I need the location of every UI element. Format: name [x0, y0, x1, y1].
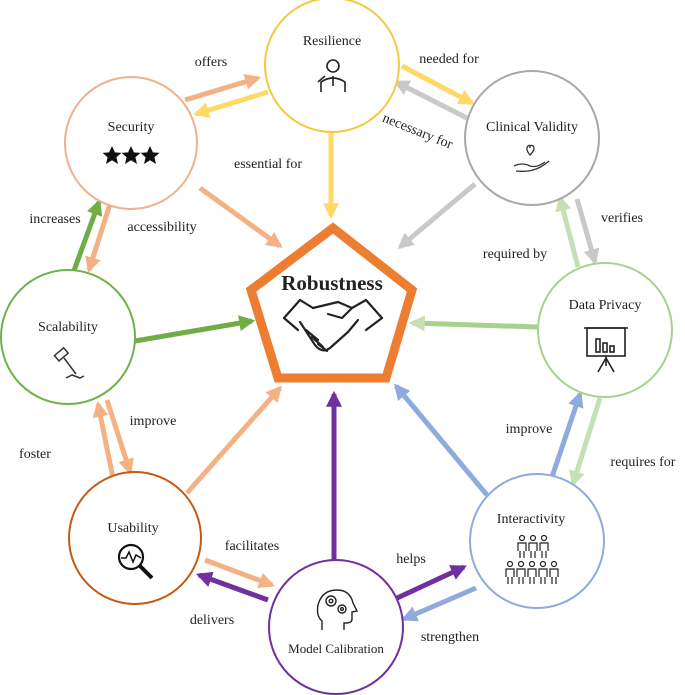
arrow-interactivity-to-calibration — [401, 585, 477, 622]
security-node: Security — [64, 76, 198, 210]
edge-label-improve-left: improve — [130, 414, 177, 429]
head-with-gears-icon — [316, 589, 359, 630]
edge-label-helps: helps — [396, 552, 426, 567]
clinical-validity-node: Clinical Validity — [464, 70, 600, 206]
arrow-privacy-to-robustness — [408, 315, 539, 332]
arrow-resilience-to-clinical — [400, 63, 475, 106]
heart-in-hand-icon — [513, 144, 550, 172]
model-calibration-circle — [268, 559, 404, 695]
usability-circle — [68, 471, 202, 605]
scalability-circle — [0, 269, 136, 405]
resilience-circle — [264, 0, 400, 133]
edge-label-foster: foster — [19, 447, 51, 462]
security-label: Security — [108, 120, 155, 135]
data-privacy-node: Data Privacy — [537, 262, 673, 398]
edge-label-delivers: delivers — [190, 613, 234, 628]
robustness-label: Robustness — [281, 271, 383, 295]
resilience-node: Resilience — [264, 0, 400, 133]
scalability-label: Scalability — [38, 320, 98, 335]
arrow-security-to-robustness — [198, 185, 283, 249]
group-of-people-icon — [505, 534, 559, 584]
presentation-board-icon — [584, 327, 628, 373]
arrow-usability-to-calibration — [204, 557, 275, 589]
arrow-privacy-to-clinical — [555, 194, 581, 268]
robustness-node: Robustness — [245, 222, 418, 383]
usability-label: Usability — [107, 521, 158, 536]
edge-label-increases: increases — [29, 212, 80, 227]
arrow-usability-to-robustness — [185, 385, 283, 495]
edge-label-offers: offers — [195, 55, 227, 70]
resilience-label: Resilience — [303, 34, 361, 49]
edge-label-necessary-for: necessary for — [380, 111, 455, 153]
arrow-clinical-to-robustness — [397, 182, 477, 250]
three-stars-icon — [102, 146, 160, 164]
arrows — [69, 63, 603, 622]
arrow-security-to-resilience — [184, 74, 262, 103]
scalability-node: Scalability — [0, 269, 136, 405]
arrow-usability-to-scalability — [92, 400, 116, 479]
arrow-privacy-to-interactivity — [569, 397, 603, 488]
security-circle — [64, 76, 198, 210]
hammer-icon — [53, 346, 85, 379]
arrow-scalability-to-usability — [104, 399, 134, 476]
magnifier-pulse-icon — [117, 543, 154, 580]
edge-label-facilitates: facilitates — [225, 539, 279, 554]
person-at-desk-icon — [317, 59, 346, 92]
clinical-validity-label: Clinical Validity — [486, 120, 578, 135]
arrow-calibration-to-usability — [195, 571, 269, 603]
edge-label-accessibility: accessibility — [127, 220, 196, 235]
edge-label-required-by: required by — [483, 247, 547, 262]
clinical-validity-circle — [464, 70, 600, 206]
handshake-icon — [282, 298, 384, 353]
arrow-calibration-to-interactivity — [393, 564, 467, 602]
arrow-clinical-to-resilience — [393, 79, 469, 121]
interactivity-circle — [469, 473, 605, 609]
interactivity-node: Interactivity — [469, 473, 605, 609]
arrow-scalability-to-security — [69, 198, 103, 277]
usability-node: Usability — [68, 471, 202, 605]
edge-label-requires-for: requires for — [611, 455, 676, 470]
edge-label-essential-for: essential for — [234, 157, 302, 172]
edge-label-strengthen: strengthen — [421, 630, 479, 645]
arrow-interactivity-to-robustness — [393, 383, 489, 497]
arrow-clinical-to-privacy — [574, 198, 600, 266]
data-privacy-circle — [537, 262, 673, 398]
data-privacy-label: Data Privacy — [569, 298, 642, 313]
edge-label-verifies: verifies — [601, 211, 643, 226]
arrow-resilience-to-security — [192, 89, 269, 118]
edge-label-needed-for: needed for — [419, 52, 479, 67]
interactivity-label: Interactivity — [497, 512, 565, 527]
arrow-security-to-scalability — [85, 200, 114, 274]
model-calibration-label: Model Calibration — [288, 641, 384, 656]
edge-label-improve-right: improve — [506, 422, 553, 437]
arrow-scalability-to-robustness — [134, 315, 256, 344]
arrow-interactivity-to-privacy — [548, 390, 584, 481]
model-calibration-node: Model Calibration — [268, 559, 404, 695]
